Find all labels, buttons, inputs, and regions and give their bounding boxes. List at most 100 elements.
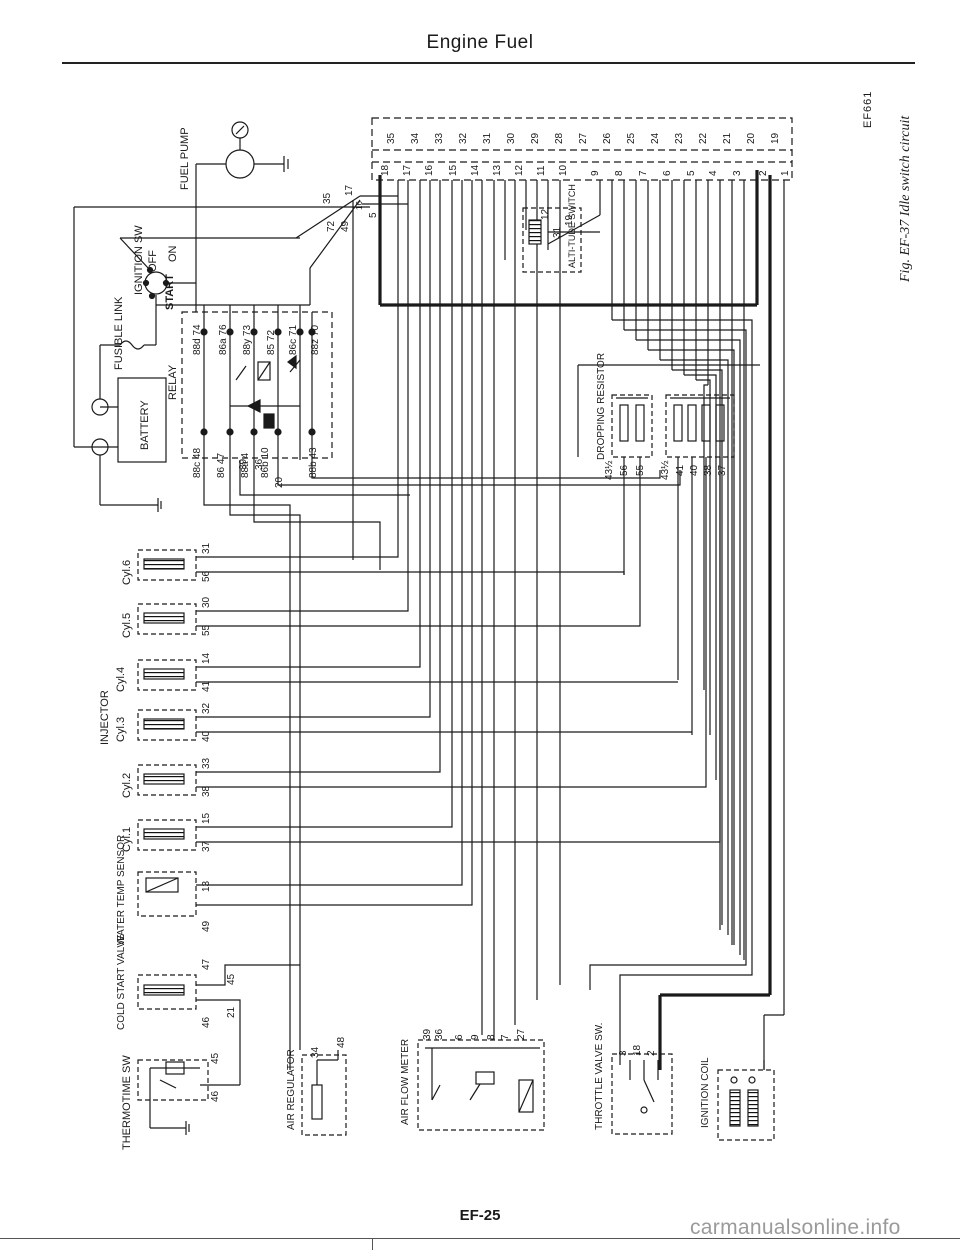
terminal-label: 16 [355,201,364,210]
control-unit-wires [397,180,785,1070]
terminal-label: 17 [344,184,355,196]
terminal-label: 35 [386,132,397,144]
terminal-label: 13 [492,164,503,176]
terminal-label: 39 [422,1028,433,1040]
terminal-label: 5 [368,212,379,218]
terminal-label: 2 [646,1050,657,1056]
page-number: EF-25 [459,1207,501,1224]
terminal-label: 46 [201,1016,212,1028]
terminal-label: 22 [698,132,709,144]
terminal-label: 17 [402,164,413,176]
terminal-label: 1 [780,170,791,176]
terminal-label: 37 [201,840,212,852]
throttle-valve-switch-symbol [611,1053,673,1135]
ignition-start-label: START [164,274,176,310]
terminal-label: 13 [201,880,212,892]
cyl3-label: Cyl.3 [115,717,127,742]
thermotime-sw-label: THERMOTIME SW [121,1055,133,1150]
footer-rule-tick [372,1238,373,1250]
terminal-label: 29 [530,132,541,144]
air-flow-meter-label: AIR FLOW METER [400,1039,411,1125]
terminal-label: 12 [514,164,525,176]
terminal-label: 15 [448,164,459,176]
air-flow-meter-symbol [417,900,545,1131]
terminal-label: 10 [558,164,569,176]
battery-ign-circuit [73,206,370,512]
watermark: carmanualsonline.info [690,1216,901,1239]
terminal-label: 27 [516,1028,527,1040]
terminal-label: 40 [201,730,212,742]
terminal-label: 3 [618,1050,629,1056]
terminal-label: 23 [674,132,685,144]
terminal-label: 8 [614,170,625,176]
terminal-label: 20 [746,132,757,144]
terminal-label: 31 [552,226,563,238]
terminal-label: 7 [500,1034,511,1040]
relay-terminal-label: 86 47 [216,453,227,478]
terminal-label: 38 [201,785,212,797]
cyl4-label: Cyl.4 [115,667,127,692]
terminal-label: 2 [758,170,769,176]
relay-terminal-label: 88d 74 [192,324,203,355]
terminal-label: 12 [540,208,551,220]
thermotime-switch-symbol [137,1045,241,1135]
terminal-label: 37 [717,464,728,476]
relay-terminal-label: 86b 10 [260,447,271,478]
terminal-label: 32 [201,702,212,714]
relay-terminal-label: 88z 70 [310,325,321,355]
terminal-label: 14 [201,652,212,664]
control-unit-heavy-ground [378,170,772,1070]
ignition-coil-label: IGNITION COIL [700,1057,711,1128]
terminal-label: 6 [662,170,673,176]
terminal-label: 45 [226,973,237,985]
terminal-label: 30 [201,596,212,608]
terminal-label: 38 [703,464,714,476]
cyl1-label: Cyl.1 [121,827,133,852]
terminal-label: 46 [210,1090,221,1102]
terminal-label: 45 [210,1052,221,1064]
relay-harness [203,195,681,1070]
cyl5-label: Cyl.5 [121,613,133,638]
terminal-label: 24 [650,132,661,144]
terminal-label: 41 [675,464,686,476]
cold-start-valve-label: COLD START VALVE [116,934,127,1030]
terminal-label: 31 [201,542,212,554]
terminal-label: 5 [686,170,697,176]
dropping-resistor-label: DROPPING RESISTOR [596,353,607,460]
altitude-switch-symbol [522,207,601,273]
terminal-label: 56 [201,570,212,582]
terminal-label: 27 [578,132,589,144]
terminal-label: 43½ [660,460,671,480]
terminal-label: 32 [458,132,469,144]
terminal-label: 4 [708,170,719,176]
fusible-link-label: FUSIBLE LINK [113,296,125,370]
relay-terminal-label: 36 [254,458,265,470]
terminal-label: 3 [732,170,743,176]
terminal-label: 41 [201,680,212,692]
terminal-label: 14 [470,164,481,176]
terminal-label: 9 [470,1034,481,1040]
throttle-valve-sw-label: THROTTLE VALVE SW. [594,1023,605,1130]
terminal-label: 72 [326,220,337,232]
terminal-label: 34 [410,132,421,144]
relay-box [181,305,333,460]
terminal-label: 21 [722,132,733,144]
terminal-label: 36 [434,1028,445,1040]
relay-terminal-label: 20 [274,476,285,488]
relay-terminal-label: 88a 4 [240,453,251,478]
fuel-pump-symbol [195,121,289,312]
cold-start-valve-symbol [137,964,300,1045]
terminal-label: 19 [564,214,575,226]
terminal-label: 18 [380,164,391,176]
terminal-label: 47 [201,958,212,970]
terminal-label: 18 [632,1044,643,1056]
ignition-coil-symbol [717,1060,775,1141]
injector-symbols [137,540,721,851]
terminal-label: 49 [340,220,351,232]
relay-terminal-label: 86a 76 [218,324,229,355]
terminal-label: 28 [554,132,565,144]
terminal-label: 30 [506,132,517,144]
terminal-label: 25 [626,132,637,144]
relay-label: RELAY [167,364,179,400]
